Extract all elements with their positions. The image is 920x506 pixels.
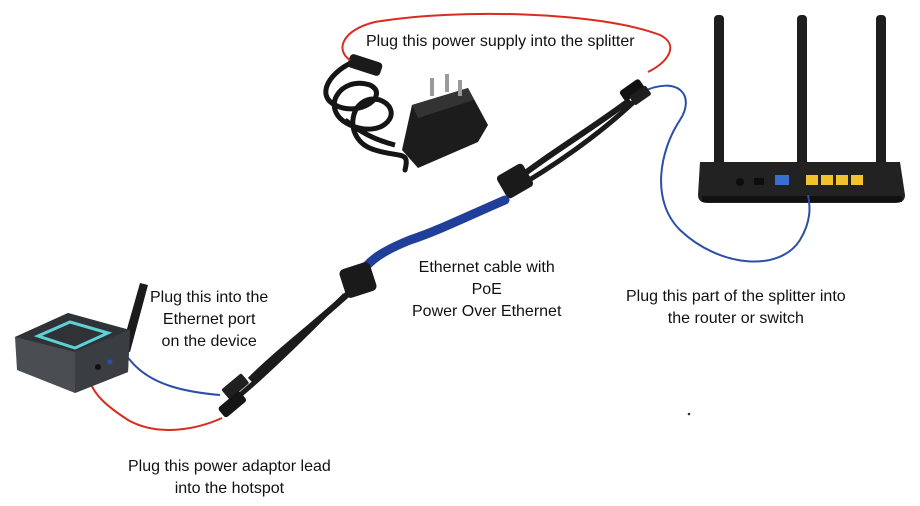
router-ethernet-wire [641, 84, 811, 263]
label-splitter-router: Plug this part of the splitter into the … [626, 286, 846, 330]
label-line: on the device [161, 333, 257, 350]
label-line: Power Over Ethernet [412, 303, 562, 320]
label-line: PoE [471, 281, 502, 298]
label-line: the router or switch [667, 310, 804, 327]
poe-splitter-icon [218, 262, 377, 418]
label-line: Plug this into the [150, 289, 269, 306]
hotspot-device-icon [15, 283, 148, 393]
label-power-adaptor: Plug this power adaptor lead into the ho… [128, 456, 331, 500]
label-line: Ethernet port [162, 311, 256, 328]
label-line: Plug this power adaptor lead [128, 458, 331, 475]
dot [687, 412, 691, 416]
poe-cable [355, 195, 510, 280]
power-supply-wire [341, 12, 672, 73]
device-power-wire [89, 381, 223, 431]
label-line: Plug this part of the splitter into [626, 288, 846, 305]
router-icon [698, 15, 905, 203]
power-adapter-icon [323, 54, 488, 173]
label-ethernet-port: Plug this into the Ethernet port on the … [150, 287, 268, 353]
label-line: into the hotspot [174, 480, 285, 497]
label-line: Ethernet cable with [418, 259, 555, 276]
label-power-supply: Plug this power supply into the splitter [366, 33, 635, 50]
label-ethernet-cable: Ethernet cable with PoE Power Over Ether… [412, 257, 561, 323]
poe-splitter-icon [496, 79, 651, 199]
